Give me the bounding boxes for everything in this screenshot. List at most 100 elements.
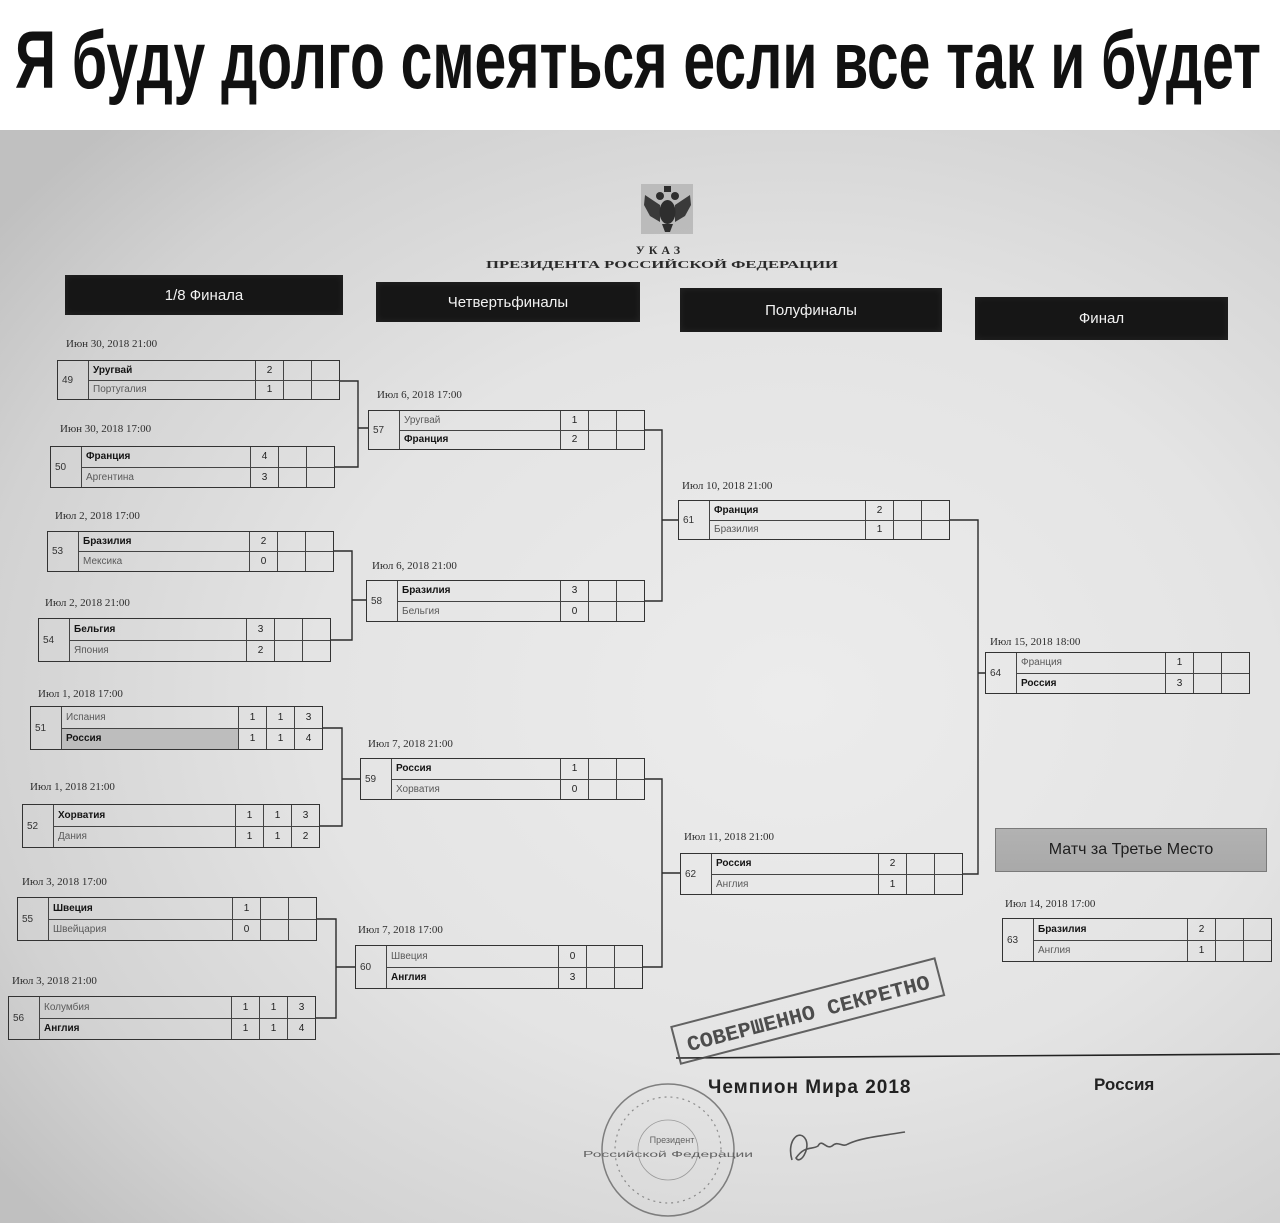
score-cell (311, 380, 339, 399)
round-header-qf: Четвертьфиналы (376, 282, 640, 322)
champion-label: Чемпион Мира 2018 (708, 1077, 912, 1098)
score-cell: 1 (1165, 653, 1193, 673)
match-date: Июл 6, 2018 17:00 (377, 389, 462, 401)
match-date: Июл 7, 2018 17:00 (358, 924, 443, 936)
team-name: Швеция (391, 950, 428, 962)
team-name: Швейцария (53, 924, 107, 936)
team-name: Англия (716, 878, 749, 890)
score-cell (277, 552, 305, 571)
score-cell (893, 520, 921, 539)
score-cell (616, 779, 644, 799)
score-cell: 1 (232, 898, 260, 919)
match-number: 64 (990, 667, 1002, 679)
match-date: Июл 14, 2018 17:00 (1005, 898, 1096, 910)
team-name: Колумбия (44, 1001, 90, 1013)
score-cell (614, 946, 642, 967)
team-name: Уругвай (93, 364, 133, 376)
score-cell: 1 (255, 380, 283, 399)
score-cell (616, 430, 644, 449)
score-cell (260, 898, 288, 919)
team-row: Франция 2 (710, 501, 949, 520)
match-number: 55 (22, 913, 34, 925)
caption-banner: Я буду долго смеяться если все так и буд… (0, 0, 1280, 130)
team-name: Бразилия (402, 585, 451, 597)
score-cell: 4 (287, 1018, 315, 1039)
score-cell: 3 (558, 967, 586, 988)
team-name: Дания (58, 831, 87, 843)
score-cell (305, 552, 333, 571)
match-number: 62 (685, 868, 697, 880)
score-cell (1193, 653, 1221, 673)
match-number: 51 (35, 722, 47, 734)
team-name: Хорватия (58, 809, 106, 821)
team-name: Франция (1021, 657, 1062, 669)
score-cell (1215, 919, 1243, 940)
score-cell (893, 501, 921, 520)
score-cell: 1 (1187, 940, 1215, 961)
match-date: Июн 30, 2018 17:00 (60, 423, 152, 435)
score-cell (302, 640, 330, 661)
team-row: Англия 1 (712, 873, 962, 894)
match-date: Июл 15, 2018 18:00 (990, 636, 1081, 648)
score-cell: 1 (878, 874, 906, 894)
match-date: Июл 3, 2018 17:00 (22, 876, 107, 888)
score-cell: 2 (865, 501, 893, 520)
score-cell (921, 501, 949, 520)
match-date: Июл 7, 2018 21:00 (368, 738, 453, 750)
score-cell (1243, 919, 1271, 940)
match-number: 61 (683, 514, 695, 526)
score-cell: 2 (560, 430, 588, 449)
score-cell (283, 380, 311, 399)
score-cell (616, 581, 644, 601)
score-cell (586, 967, 614, 988)
team-name: Франция (714, 504, 759, 516)
team-name: Россия (62, 728, 238, 749)
score-cell: 1 (263, 805, 291, 826)
match-number: 56 (13, 1012, 25, 1024)
score-cell: 2 (878, 854, 906, 874)
score-cell: 1 (259, 997, 287, 1018)
score-cell (614, 967, 642, 988)
team-name: Россия (396, 763, 432, 775)
score-cell: 1 (266, 707, 294, 728)
team-name: Франция (404, 434, 449, 446)
score-cell: 1 (560, 411, 588, 430)
score-cell (921, 520, 949, 539)
score-cell (616, 759, 644, 779)
score-cell: 1 (865, 520, 893, 539)
team-name: Франция (86, 451, 131, 463)
team-name: Испания (66, 711, 106, 723)
match-number: 52 (27, 820, 39, 832)
score-cell (588, 601, 616, 621)
match-date: Июл 3, 2018 21:00 (12, 975, 97, 987)
score-cell (1193, 673, 1221, 693)
score-cell: 4 (294, 728, 322, 749)
